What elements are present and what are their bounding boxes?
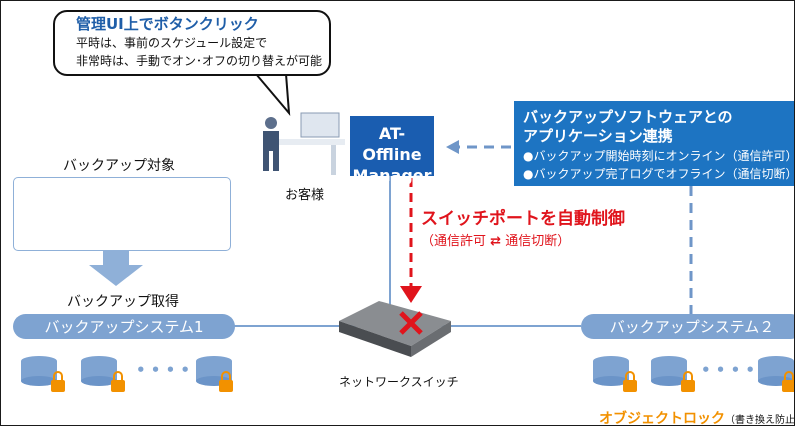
backup-down-arrow (89, 251, 143, 286)
customer-label: お客様 (285, 188, 325, 203)
object-lock-note: （書き換え防止） (725, 415, 795, 426)
app-link-arrowhead (446, 140, 459, 154)
control-arrowhead (400, 286, 422, 303)
backup-system-1-bar: バックアップシステム1 (13, 314, 235, 339)
object-lock-main: オブジェクトロック (599, 411, 725, 426)
callout-line-1: 平時は、事前のスケジュール設定で (76, 36, 268, 50)
callout-bubble (53, 10, 331, 76)
object-lock-label: オブジェクトロック（書き換え防止） (599, 408, 795, 426)
info-title-1: バックアップソフトウェアとの (523, 108, 733, 126)
manager-line-1: AT-Offline (362, 124, 422, 164)
network-switch-label: ネットワークスイッチ (339, 375, 459, 389)
system1-ellipsis: • • • • (136, 361, 191, 379)
backup-get-label: バックアップ取得 (67, 294, 179, 310)
switch-control-sub: （通信許可 ⇄ 通信切断） (421, 230, 570, 249)
info-item-1: ●バックアップ開始時刻にオンライン（通信許可） (523, 149, 795, 163)
system2-lock-icons (623, 371, 794, 392)
backup-system-2-bar: バックアップシステム２ (581, 314, 794, 339)
system1-lock-icons (51, 371, 233, 392)
callout-line-2: 非常時は、手動でオン･オフの切り替えが可能 (76, 54, 323, 68)
backup-system-2-label: バックアップシステム２ (609, 318, 775, 336)
backup-target-box (13, 177, 231, 251)
control-toggle-arrow-icon: ⇄ (490, 234, 502, 249)
control-cut-label: 通信切断） (505, 234, 571, 249)
callout-title: 管理UI上でボタンクリック (76, 15, 259, 33)
info-title-2: アプリケーション連携 (523, 127, 673, 145)
control-permit-label: （通信許可 (421, 234, 487, 249)
backup-target-label: バックアップ対象 (63, 158, 175, 174)
blocked-x-icon (399, 311, 423, 335)
callout-tail (253, 73, 291, 117)
app-integration-box (514, 101, 794, 186)
manager-line-2: Manager (352, 166, 432, 185)
backup-system-1-label: バックアップシステム1 (44, 318, 204, 336)
offline-manager-box: AT-Offline Manager (350, 116, 434, 185)
system2-disks (593, 356, 794, 386)
system2-ellipsis: • • • • (701, 361, 756, 379)
switch-control-title: スイッチポートを自動制御 (421, 209, 625, 229)
customer-illustration (263, 112, 345, 175)
system1-disks (21, 356, 232, 386)
network-switch-illustration (339, 301, 451, 357)
info-item-2: ●バックアップ完了ログでオフライン（通信切断） (523, 167, 795, 181)
